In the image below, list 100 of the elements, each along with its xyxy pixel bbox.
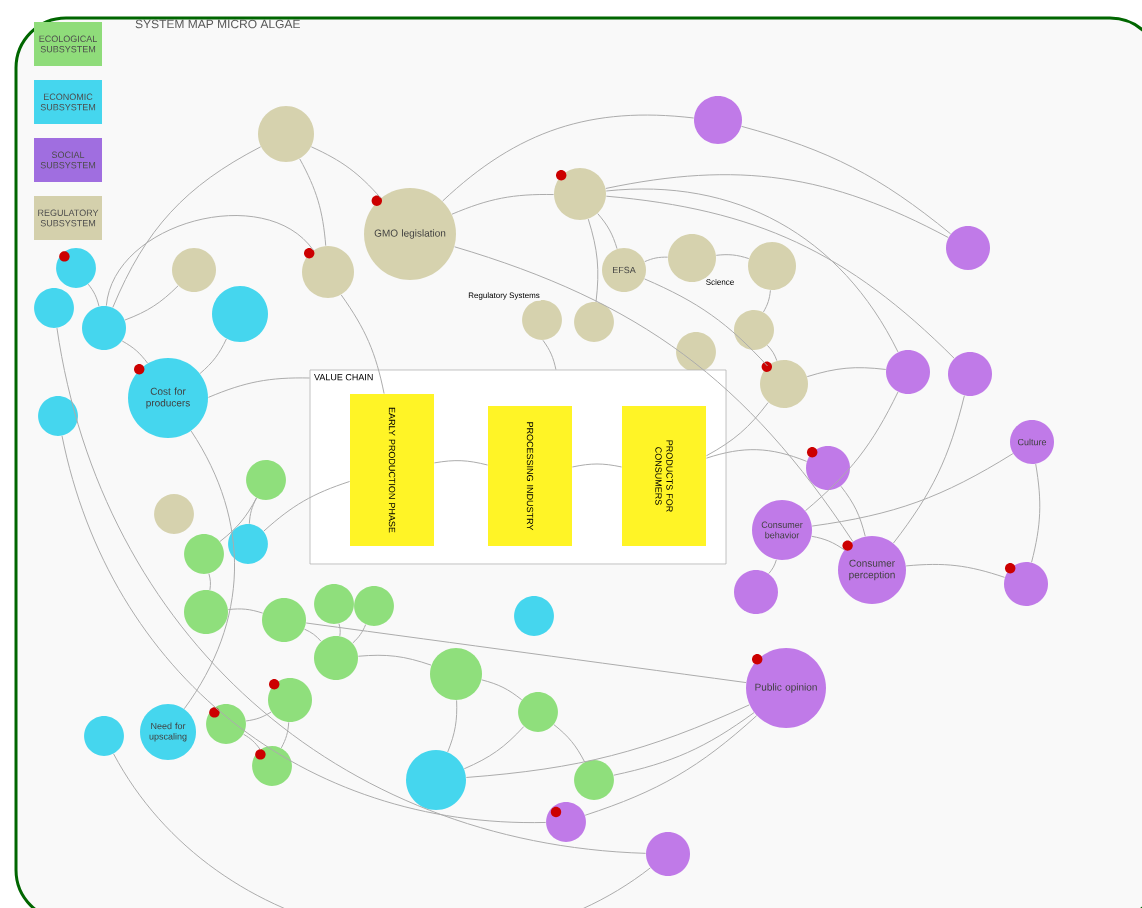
connector-line [219,497,257,542]
connector-line [605,188,899,353]
connector-line [357,654,432,666]
connector-line [305,622,747,684]
factor-circle [676,332,716,372]
factor-circle [406,750,466,810]
factor-circle [554,168,606,220]
connector-line [763,289,771,313]
factor-circle [56,248,96,288]
connector-line [340,294,385,395]
connector-line [605,195,955,359]
connector-line [613,712,755,776]
connector-line [199,338,227,374]
connector-line [447,699,458,753]
connector-line [87,283,100,307]
connector-line [806,367,887,378]
connector-line [644,256,669,263]
factor-circle [84,716,124,756]
connector-line [299,158,327,247]
connector-line [227,608,264,614]
factor-circle [1004,562,1048,606]
connector-line [248,497,258,525]
connector-line [481,679,523,701]
factor-circle [184,534,224,574]
connector-line [768,559,777,575]
factor-circle [172,248,216,292]
connector-line [113,753,651,908]
connector-line [61,435,547,823]
connector-line [811,453,1014,527]
connector-line [905,563,1006,578]
connector-line [644,278,768,367]
connector-line [280,721,290,749]
connector-line [112,146,262,308]
factor-circle [806,446,850,490]
connector-line [571,463,623,468]
connector-line [352,624,367,644]
factor-circle [518,692,558,732]
factor-circle [154,494,194,534]
factor-circle [354,586,394,626]
factor-circle [430,648,482,700]
factor-circle [574,760,614,800]
connector-line [1031,463,1041,563]
connector-line [805,391,899,512]
connector-line [124,285,179,321]
connector-line [605,174,949,238]
factor-circle [734,570,778,614]
factor-circle [886,350,930,394]
connector-line [715,254,750,260]
connector-line [741,125,952,235]
connector-line [454,246,854,542]
factor-circle [694,96,742,144]
factor-circle [734,310,774,350]
connector-line [465,704,750,778]
connector-line [183,430,235,710]
factor-circle [522,300,562,340]
connector-line [811,535,845,551]
factor-circle [668,234,716,282]
connector-line [451,194,555,215]
connector-line [433,460,489,466]
connector-line [243,733,261,750]
factor-circle [38,396,78,436]
connector-line [245,711,272,722]
factor-circle [252,746,292,786]
factor-circle [948,352,992,396]
factor-circle [34,288,74,328]
connector-line [892,395,965,544]
factor-circle [546,802,586,842]
factor-circle [314,636,358,680]
factor-circle [184,590,228,634]
factor-circle [748,242,796,290]
factor-circle [262,598,306,642]
connector-line [597,213,618,250]
factor-circle [314,584,354,624]
connector-line [208,573,211,591]
connector-line [303,628,322,642]
connector-line [207,377,311,398]
connector-line [840,485,866,537]
connector-line [263,481,351,532]
connector-line [553,724,586,763]
connector-line [121,340,149,364]
factor-circle [268,678,312,722]
factor-circle [302,246,354,298]
factor-circle [258,106,314,162]
connector-line [584,715,758,816]
factor-circle [646,832,690,876]
connector-line [310,146,382,199]
connector-line [705,449,808,462]
connector-line [705,402,769,457]
connector-line [542,339,557,371]
factor-circle [946,226,990,270]
factor-circle [206,704,246,744]
factor-circle [514,596,554,636]
connector-line [442,114,695,202]
factor-circle [574,302,614,342]
factor-circle [228,524,268,564]
connector-line [766,344,778,362]
connector-line [463,726,525,770]
connector-line [587,218,599,303]
factor-circle [246,460,286,500]
factor-circle [760,360,808,408]
